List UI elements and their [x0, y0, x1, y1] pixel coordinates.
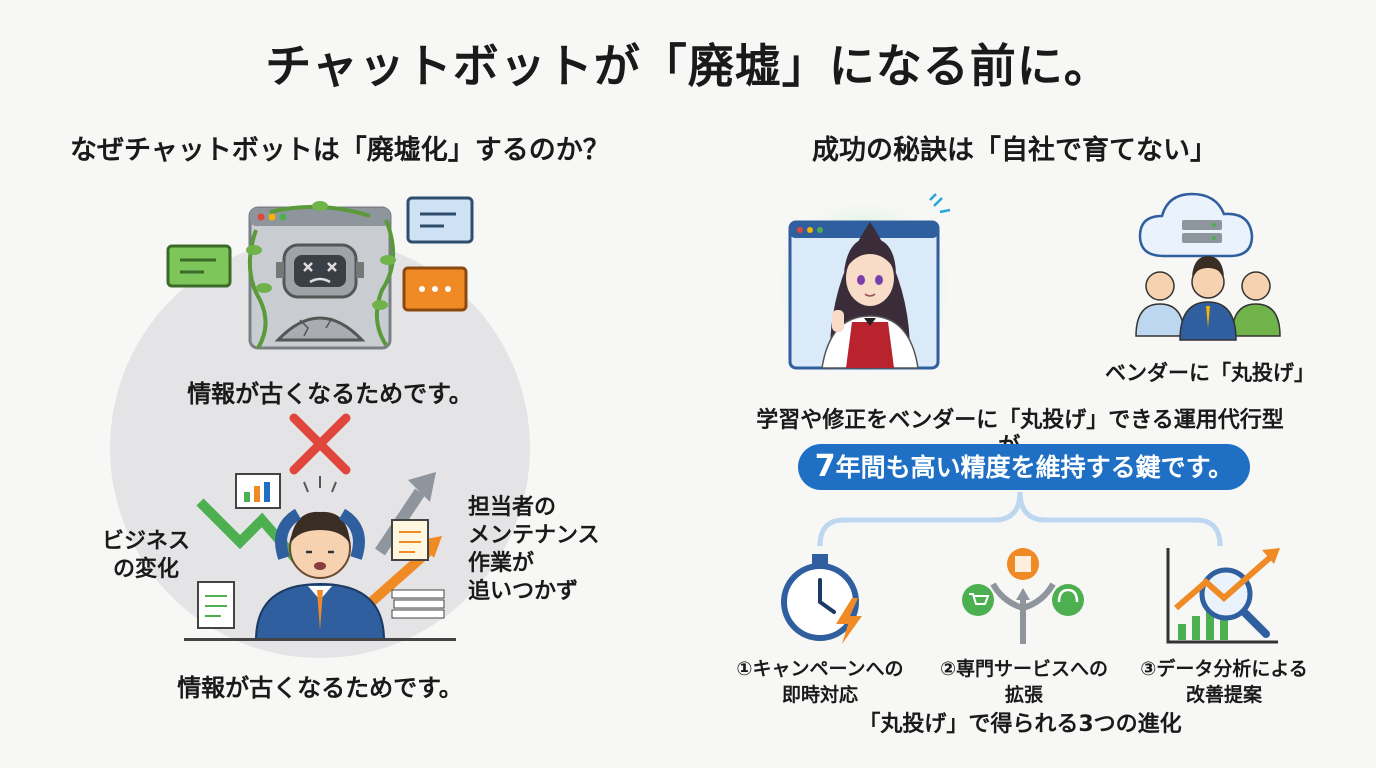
page-title: チャットボットが「廃墟」になる前に。	[265, 39, 1111, 93]
cart-icon	[962, 584, 994, 616]
cause-maintenance-line4: 追いつかず	[468, 579, 579, 604]
service-expansion-icon	[962, 548, 1084, 644]
benefit-1: ①キャンペーンへの 即時対応	[730, 656, 910, 708]
clipboard-icon	[197, 581, 235, 629]
cause-maintenance-line1: 担当者の	[468, 495, 557, 520]
bracket-connector	[817, 491, 1223, 547]
ruined-chatbot-illustration	[166, 196, 474, 350]
left-heading: なぜチャットボットは「廃墟化」するのか？	[70, 135, 610, 166]
benefit-3: ③データ分析による 改善提案	[1134, 656, 1314, 708]
highlight-pill: 7年間も高い精度を維持する鍵です。	[798, 444, 1250, 490]
robot-body	[274, 316, 366, 342]
cause-maintenance-line3: 作業が	[468, 551, 535, 576]
vine-right	[374, 219, 396, 347]
stopwatch-icon	[781, 554, 862, 644]
person-left-icon	[1145, 271, 1175, 301]
red-cross-icon	[289, 413, 351, 475]
caption-bottom: 情報が古くなるためです。	[177, 674, 463, 702]
assistant-face	[846, 250, 894, 306]
cause-business-line2: の変化	[112, 557, 179, 582]
blue-speech-bubble-icon	[406, 196, 474, 244]
right-heading: 成功の秘訣は「自社で育てない」	[812, 135, 1217, 166]
caption-top: 情報が古くなるためです。	[187, 380, 473, 408]
highlight-number: 7	[814, 449, 836, 484]
green-speech-bubble-icon	[166, 244, 232, 288]
checklist-icon	[391, 519, 429, 561]
vendor-caption: ベンダーに「丸投げ」	[1105, 361, 1315, 385]
cause-business-line1: ビジネス	[101, 529, 190, 554]
cause-maintenance-line2: メンテナンス	[468, 523, 600, 548]
vendor-team-illustration	[1135, 192, 1281, 341]
split-arrow-icon	[990, 582, 1056, 644]
benefit-3-line2: 改善提案	[1185, 684, 1262, 706]
assistant-vest	[846, 322, 894, 368]
benefit-1-line2: 即時対応	[781, 684, 858, 706]
person-right-icon	[1241, 271, 1271, 301]
cause-maintenance-label: 担当者の メンテナンス 作業が 追いつかず	[468, 494, 618, 606]
analytics-icon	[1166, 548, 1280, 644]
benefit-2-line1: ②専門サービスへの	[939, 658, 1109, 680]
benefit-1-line1: ①キャンペーンへの	[736, 658, 904, 680]
benefit-3-line1: ③データ分析による	[1140, 658, 1308, 680]
cause-business-label: ビジネス の変化	[96, 528, 196, 584]
highlight-text: 年間も高い精度を維持する鍵です。	[835, 453, 1234, 482]
stressed-worker-illustration	[184, 472, 456, 641]
statement-text: 学習や修正をベンダーに「丸投げ」できる運用代行型が、	[756, 408, 1284, 459]
benefits-caption: 「丸投げ」で得られる3つの進化	[858, 712, 1182, 737]
benefit-2: ②専門サービスへの 拡張	[934, 656, 1114, 708]
thumbs-up-hand	[832, 310, 844, 332]
lightning-icon	[836, 598, 862, 644]
headset-icon	[1052, 584, 1084, 616]
benefit-2-line2: 拡張	[1004, 684, 1043, 706]
ai-assistant-window-illustration	[780, 193, 951, 374]
trend-arrow-icon	[1174, 551, 1276, 611]
worker-tie	[317, 590, 323, 630]
